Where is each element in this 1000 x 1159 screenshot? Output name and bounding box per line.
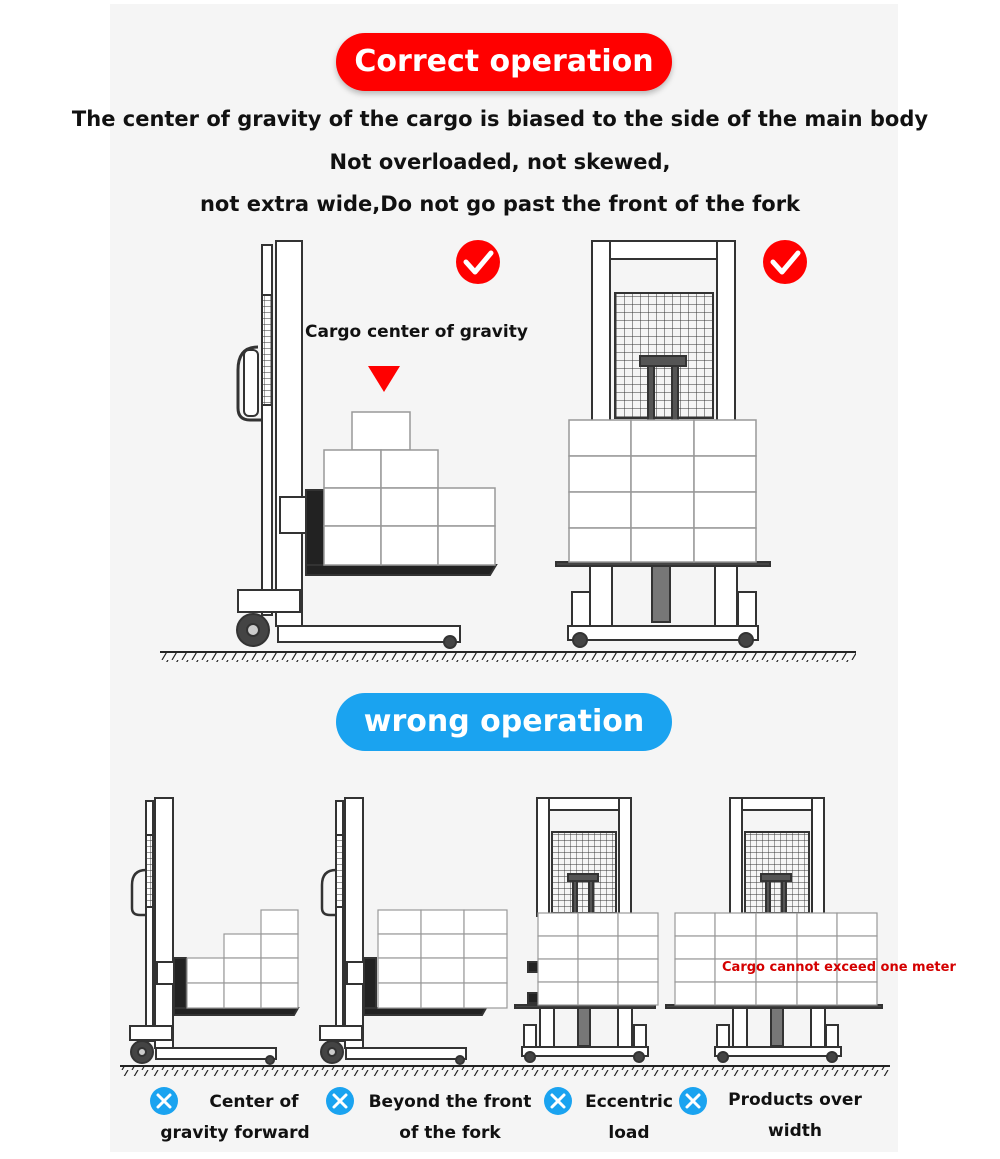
width-warning-label: Cargo cannot exceed one meter	[722, 960, 956, 975]
check-icon	[763, 240, 807, 284]
cargo-wrong-eccentric	[537, 912, 659, 1006]
stacker-wrong-over-width	[665, 797, 883, 1063]
caption-line-2: of the fork	[399, 1123, 501, 1143]
wrong-operation-badge: wrong operation	[336, 693, 672, 751]
stacker-wrong-cog-forward	[129, 797, 300, 1065]
caption-eccentric-load: Eccentric load	[574, 1087, 684, 1149]
caption-over-width: Products over width	[715, 1085, 875, 1147]
cross-icon	[679, 1087, 707, 1115]
cargo-stack-correct	[323, 411, 496, 566]
stacker-wrong-beyond-fork	[319, 797, 488, 1065]
cargo-wrong-cog-forward	[186, 909, 299, 1009]
correct-operation-badge: Correct operation	[336, 33, 672, 91]
down-triangle-icon	[368, 366, 400, 392]
check-icon	[456, 240, 500, 284]
heading-line-1: The center of gravity of the cargo is bi…	[71, 107, 929, 131]
heading-line-2: Not overloaded, not skewed,	[329, 150, 671, 174]
caption-line-1: Eccentric	[585, 1092, 673, 1112]
cross-icon	[150, 1087, 178, 1115]
cargo-wrong-beyond-fork	[377, 909, 508, 1009]
stacker-side-view-correct	[236, 240, 498, 649]
caption-line-1: Beyond the front	[368, 1092, 532, 1112]
caption-cog-forward: Center of gravity forward	[150, 1087, 320, 1149]
stacker-wrong-eccentric	[514, 797, 656, 1063]
caption-line-2: load	[608, 1123, 650, 1143]
ground-line-top	[160, 651, 856, 662]
caption-line-1: Center of	[209, 1092, 299, 1112]
cargo-center-of-gravity-label: Cargo center of gravity	[305, 322, 528, 342]
caption-line-2: width	[768, 1121, 822, 1141]
caption-line-2: gravity forward	[160, 1123, 310, 1143]
cross-icon	[544, 1087, 572, 1115]
caption-beyond-fork: Beyond the front of the fork	[355, 1087, 545, 1149]
ground-line-bottom	[120, 1065, 890, 1076]
heading-line-3: not extra wide,Do not go past the front …	[199, 192, 801, 216]
cargo-stack-front-correct	[568, 419, 757, 563]
cross-icon	[326, 1087, 354, 1115]
stacker-front-view-correct	[555, 240, 771, 648]
caption-line-1: Products over	[728, 1090, 862, 1110]
cargo-wrong-over-width	[674, 912, 878, 1006]
